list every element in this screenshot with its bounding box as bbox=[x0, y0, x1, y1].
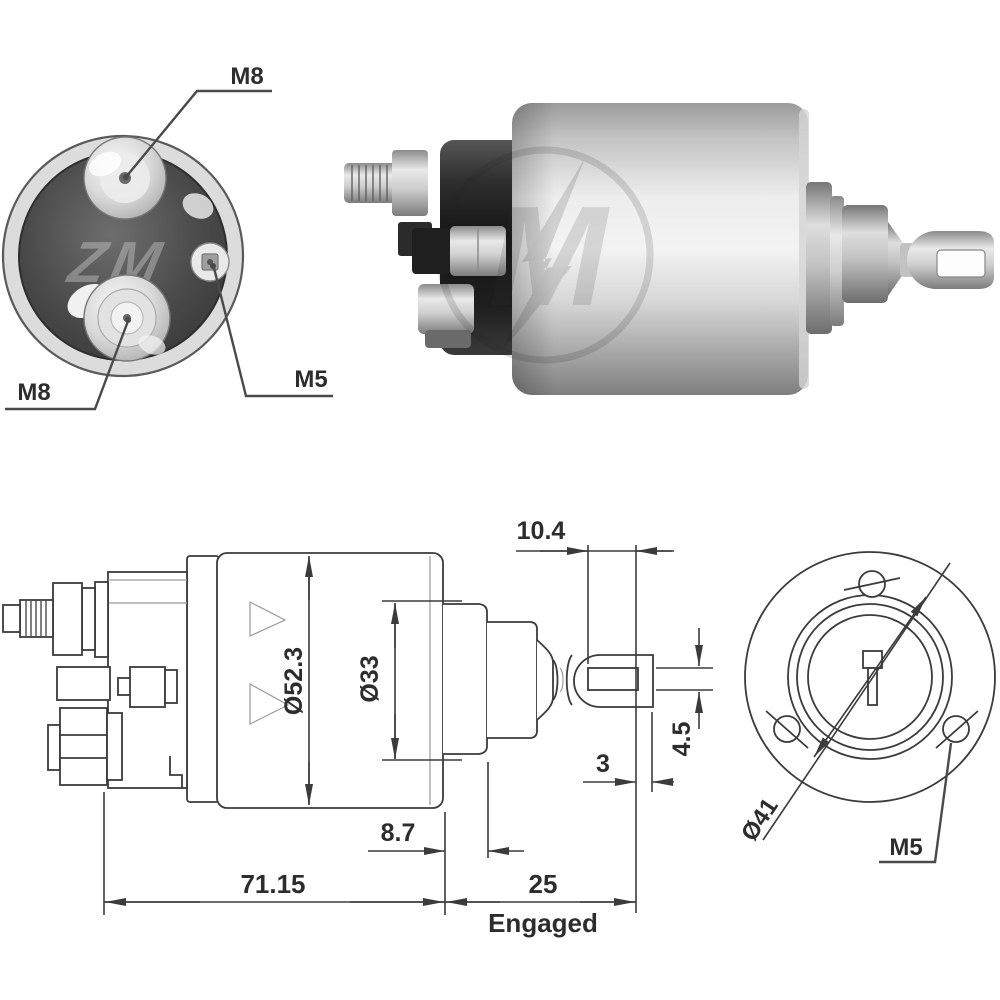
leader-dot-top bbox=[123, 174, 129, 180]
photo-eye-slot bbox=[936, 249, 986, 278]
photo-terminals bbox=[344, 150, 506, 348]
svg-text:3: 3 bbox=[596, 750, 610, 778]
product-photo: M bbox=[344, 103, 994, 395]
dim-overall-length: 71.15 bbox=[104, 869, 445, 906]
photo-plunger bbox=[806, 182, 994, 334]
front-view: ZM M8 bbox=[1, 63, 333, 411]
side-terminal-top bbox=[2, 581, 109, 658]
photo-body-shade bbox=[512, 103, 652, 395]
label-terminal-m5: M5 bbox=[294, 366, 327, 393]
side-body bbox=[216, 552, 444, 809]
rear-view-drawing: Ø41 M5 bbox=[736, 551, 996, 864]
leader-dot-bottom bbox=[125, 317, 131, 323]
extension-lines bbox=[103, 545, 713, 915]
svg-text:Ø52.3: Ø52.3 bbox=[280, 647, 308, 715]
svg-text:4.5: 4.5 bbox=[668, 722, 696, 757]
rear-mounting-holes bbox=[765, 570, 979, 749]
leader-bottom-m8 bbox=[5, 320, 130, 411]
leader-dot-m5 bbox=[210, 263, 216, 269]
dim-pilot-length: 8.7 bbox=[368, 819, 524, 855]
photo-watermark: M bbox=[436, 146, 654, 364]
svg-text:25: 25 bbox=[529, 869, 558, 899]
svg-text:10.4: 10.4 bbox=[517, 517, 566, 545]
side-terminal-middle bbox=[56, 666, 178, 708]
watermark-circle bbox=[436, 146, 654, 364]
svg-text:8.7: 8.7 bbox=[381, 819, 416, 847]
rear-center-slot bbox=[862, 650, 883, 706]
dim-eye-slot-length: 10.4 bbox=[516, 517, 674, 555]
svg-text:Ø33: Ø33 bbox=[356, 655, 384, 702]
front-view-callouts: M8 M8 M5 bbox=[5, 63, 333, 411]
side-flange bbox=[186, 555, 220, 803]
dim-body-diameter: Ø52.3 bbox=[280, 556, 313, 805]
label-terminal-top-m8: M8 bbox=[230, 63, 263, 90]
leader-top-m8 bbox=[125, 89, 272, 178]
label-rear-m5: M5 bbox=[889, 834, 922, 861]
leader-m5 bbox=[212, 267, 333, 398]
rear-outer-circle bbox=[744, 551, 996, 803]
front-terminal-m5 bbox=[182, 193, 230, 282]
watermark-letter: M bbox=[489, 177, 610, 336]
side-view-drawing: 10.4 Ø52.3 Ø33 4.5 3 bbox=[2, 517, 713, 938]
watermark-lightning bbox=[498, 158, 585, 356]
dim-eye-slot-height: 4.5 bbox=[668, 628, 703, 757]
side-plunger bbox=[443, 603, 654, 755]
label-terminal-bottom-m8: M8 bbox=[17, 379, 50, 406]
rear-m5-callout: M5 bbox=[879, 742, 953, 864]
svg-text:71.15: 71.15 bbox=[240, 869, 305, 899]
dim-plunger-travel: 25 Engaged bbox=[445, 869, 636, 938]
dim-pilot-diameter: Ø33 bbox=[356, 603, 399, 759]
dim-eye-tip-thickness: 3 bbox=[583, 750, 674, 786]
side-terminal-bottom bbox=[47, 707, 123, 786]
side-eye-slot bbox=[587, 667, 639, 691]
rear-ring-2 bbox=[796, 603, 944, 751]
engaged-note: Engaged bbox=[488, 908, 598, 938]
rear-ring-3 bbox=[807, 614, 933, 740]
